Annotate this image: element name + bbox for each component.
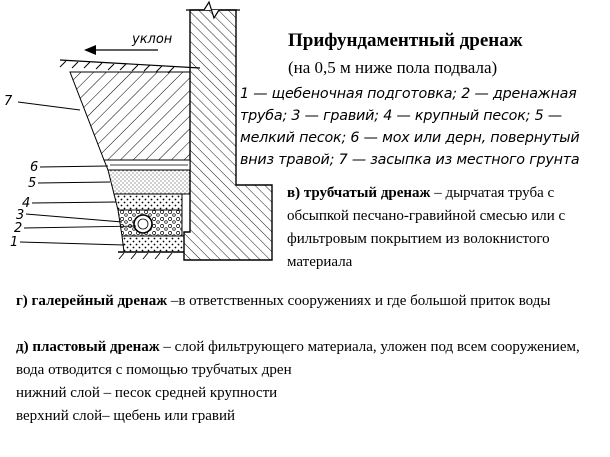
section-tubular-drainage: в) трубчатый дренаж – дырчатая труба с о… xyxy=(287,182,607,274)
lower-layer-text: нижний слой – песок средней крупности xyxy=(16,385,278,401)
backfill-layer-7 xyxy=(69,71,191,161)
section-gallery-drainage: г) галерейный дренаж –в ответственных со… xyxy=(16,290,601,313)
section-layered-heading: д) пластовый дренаж xyxy=(16,339,160,355)
section-gallery-text: –в ответственных сооружениях и где больш… xyxy=(167,293,551,309)
drainage-cross-section-diagram: уклон 7 6 5 4 3 2 xyxy=(4,0,273,261)
coarse-sand-layer-4 xyxy=(113,193,183,211)
label-4: 4 xyxy=(22,196,30,211)
page-subtitle: (на 0,5 м ниже пола подвала) xyxy=(288,58,498,77)
slope-label: уклон xyxy=(131,32,173,47)
layer-numbers: 7 6 5 4 3 2 1 xyxy=(4,94,38,250)
page-title: Прифундаментный дренаж xyxy=(288,30,523,51)
label-7: 7 xyxy=(4,94,13,109)
ground-hatch-marks xyxy=(59,60,175,74)
label-5: 5 xyxy=(28,176,36,191)
section-tubular-heading: в) трубчатый дренаж xyxy=(287,185,431,201)
label-6: 6 xyxy=(30,160,38,175)
section-layered-drainage: д) пластовый дренаж – слой фильтрующего … xyxy=(16,336,601,382)
upper-layer-text: верхний слой– щебень или гравий xyxy=(16,408,236,424)
label-1: 1 xyxy=(10,235,18,250)
diagram-legend: 1 — щебеночная подготовка; 2 — дренажная… xyxy=(240,86,580,168)
wall-break-line xyxy=(186,0,240,20)
layer-leaders xyxy=(17,101,137,246)
drainage-pipe-inner xyxy=(137,218,149,230)
section-gallery-heading: г) галерейный дренаж xyxy=(16,293,168,309)
crushed-stone-layer-1 xyxy=(121,235,185,253)
section-layered-text: – слой фильтрующего материала, уложен по… xyxy=(16,339,580,378)
label-3: 3 xyxy=(16,208,24,223)
bottom-hatch-marks xyxy=(118,252,173,260)
drainage-pipe-2 xyxy=(133,214,153,234)
label-2: 2 xyxy=(14,221,22,236)
fine-sand-layer-5 xyxy=(107,169,191,195)
slope-arrow-head xyxy=(84,45,96,55)
section-tubular-text: – дырчатая труба с обсыпкой песчано-грав… xyxy=(287,185,566,270)
ground-surface xyxy=(59,59,201,69)
foundation-wall xyxy=(183,9,273,261)
